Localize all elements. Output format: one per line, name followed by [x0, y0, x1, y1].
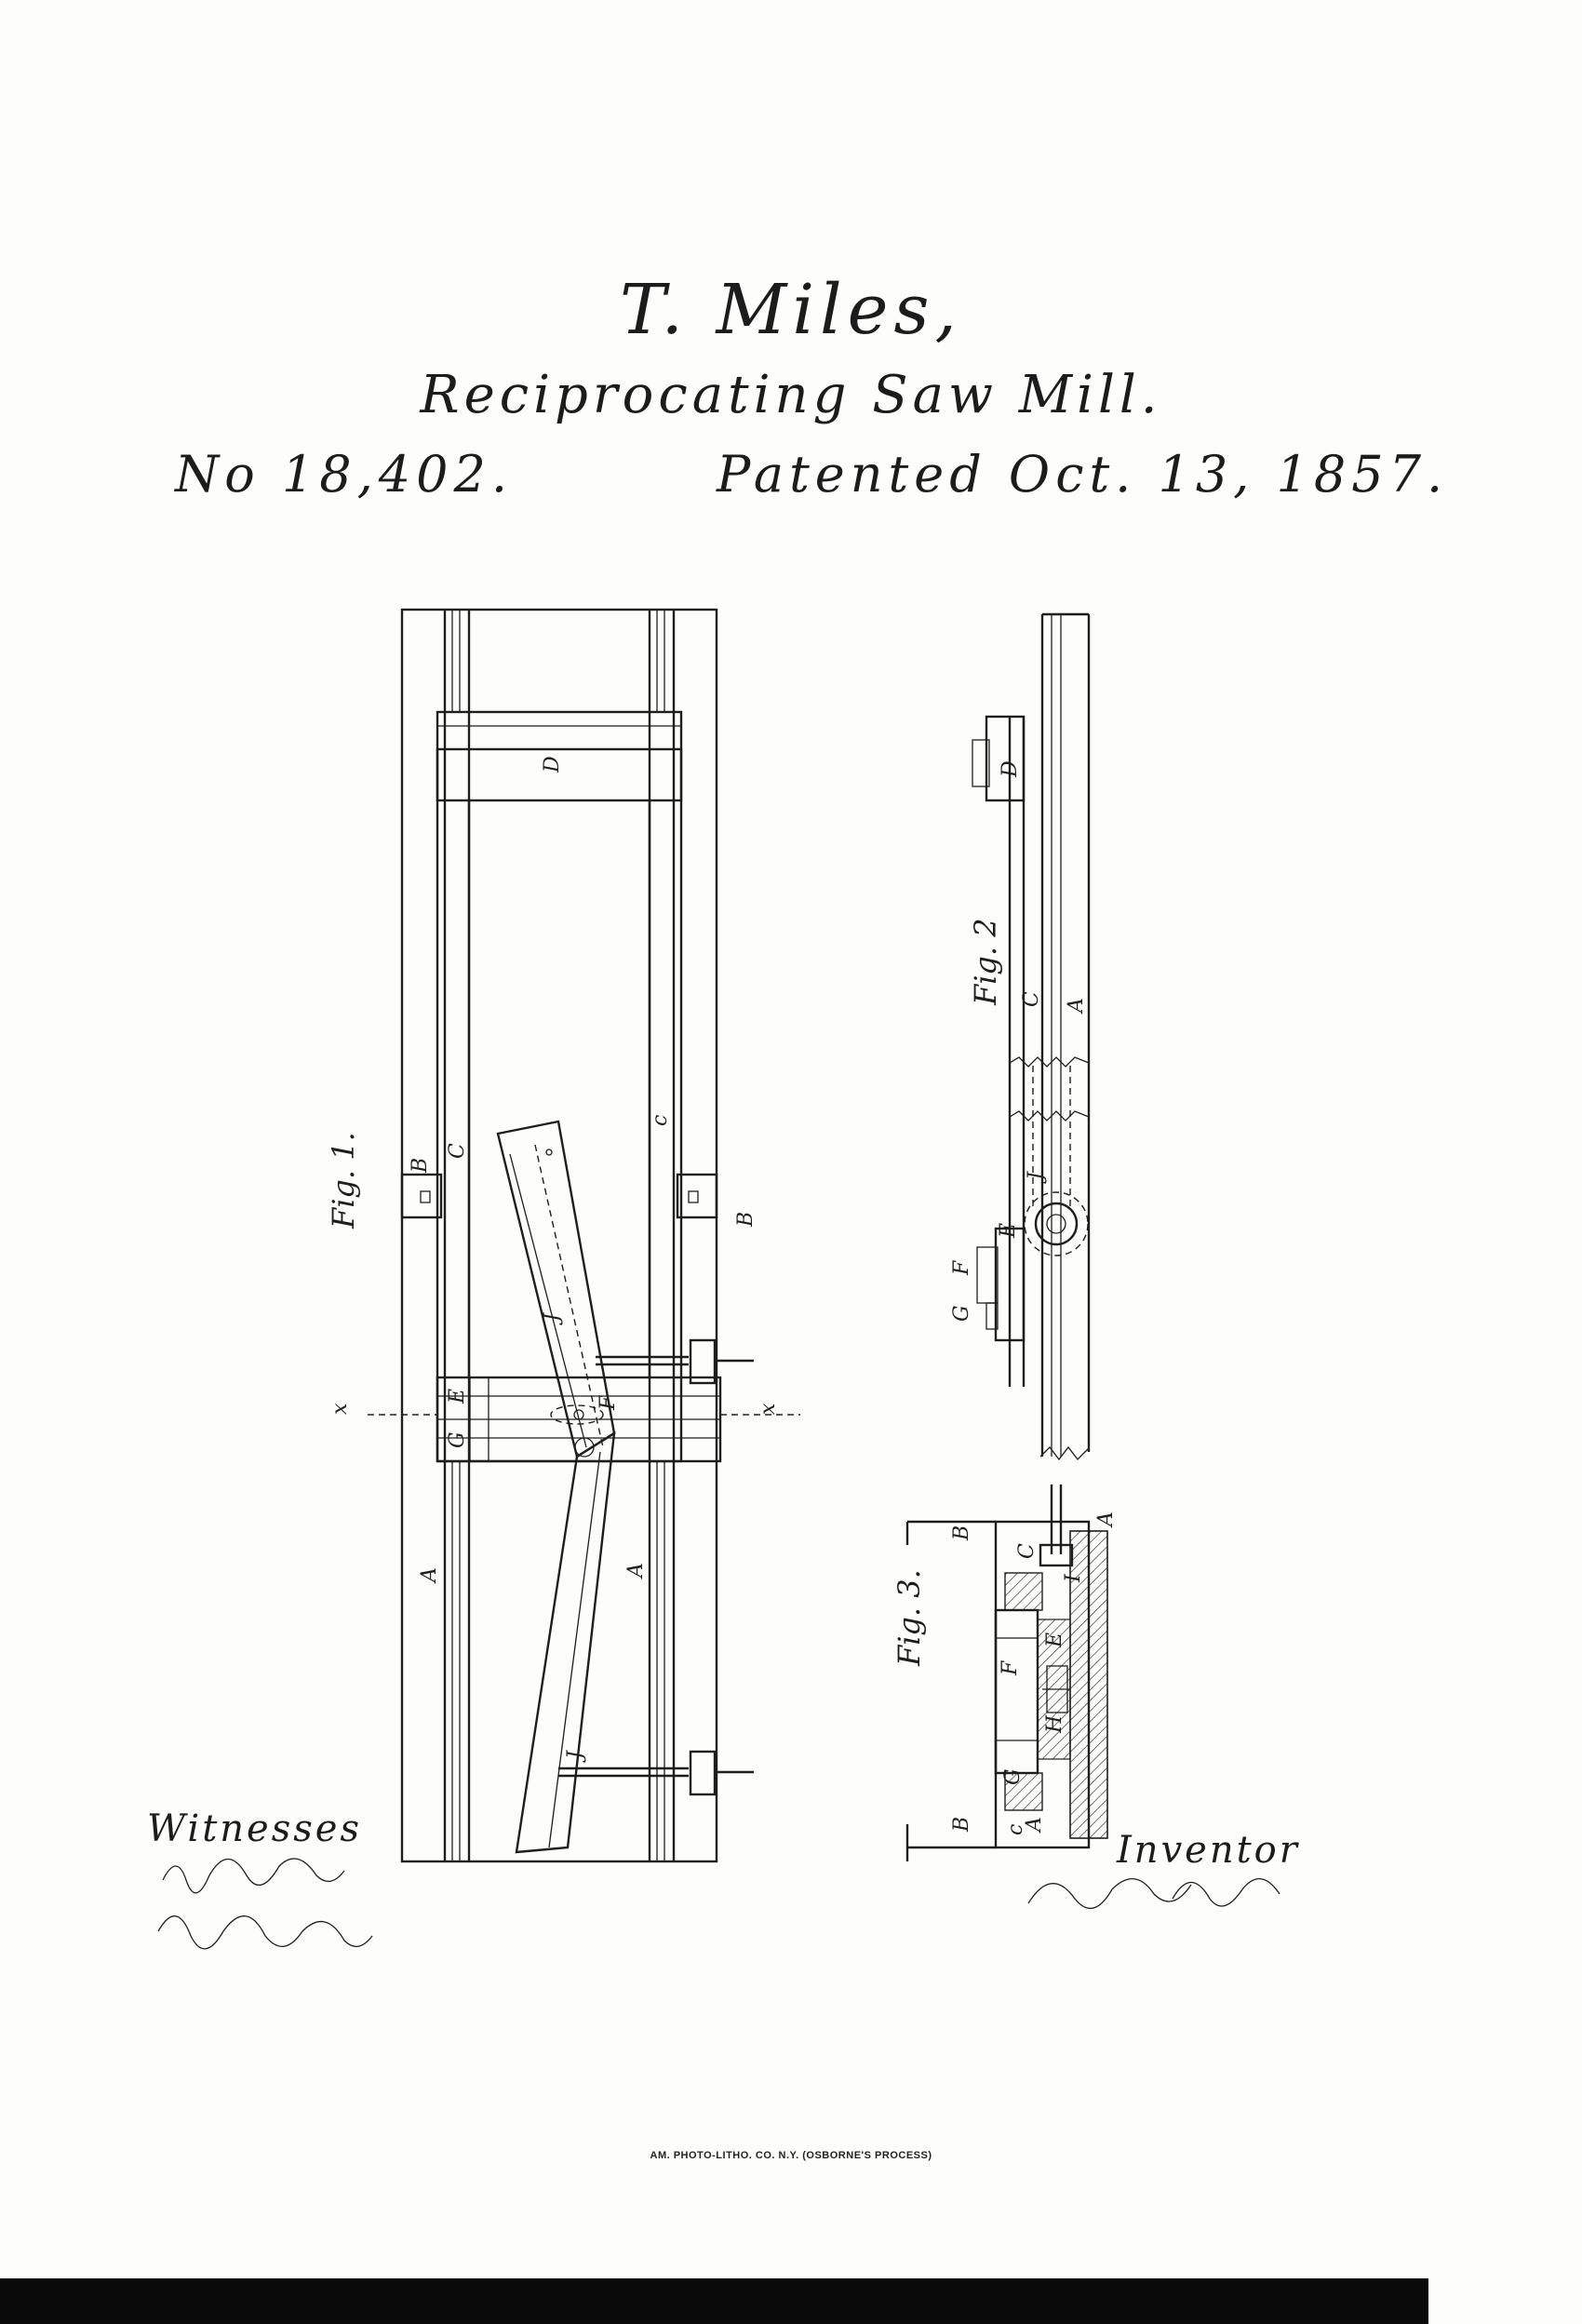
fig3-screw-nut: [1039, 1543, 1074, 1567]
figure-3: Fig. 3. B B C c A A F E H I G: [892, 1484, 1118, 1861]
fig1-label-f: F: [597, 1395, 620, 1411]
fig1-screw-lower-nut: [689, 1750, 717, 1796]
witness-signature-1: [162, 1858, 345, 1894]
fig1-pitman-lower: [515, 1431, 616, 1854]
fig2-head-block-f: [976, 1246, 999, 1304]
fig1-label-b-right: B: [734, 1212, 757, 1228]
fig3-label-h: H: [1043, 1714, 1066, 1734]
fig1-label-c-left: C: [446, 1143, 469, 1159]
fig1-label-a-left: A: [418, 1567, 441, 1584]
printer-credit: AM. PHOTO-LITHO. CO. N.Y. (OSBORNE'S PRO…: [650, 2150, 932, 2161]
fig1-label-b-left: B: [409, 1158, 432, 1174]
inventor-name-heading: T. Miles,: [620, 270, 962, 350]
fig3-label-i: I: [1062, 1573, 1085, 1583]
fig1-label-x-left: x: [328, 1403, 352, 1415]
fig3-label-e: E: [1043, 1632, 1066, 1648]
witnesses-label: Witnesses: [147, 1807, 362, 1850]
fig1-label-d: D: [541, 756, 564, 773]
fig3-crossbar-f: [994, 1608, 1039, 1775]
patent-date: Patented Oct. 13, 1857.: [717, 445, 1449, 504]
inventor-label: Inventor: [1117, 1829, 1300, 1872]
fig1-label-g: G: [446, 1431, 469, 1448]
fig2-break-bottom: [1039, 1445, 1090, 1461]
fig1-crossbar-d: [436, 747, 683, 802]
invention-title: Reciprocating Saw Mill.: [420, 365, 1162, 425]
fig1-title: Fig. 1.: [326, 1132, 361, 1229]
fig2-crossbar-d-lug: [972, 739, 990, 787]
fig3-label-c-top: C: [1015, 1543, 1039, 1559]
fig1-pitman-lower-centerline: [548, 1451, 601, 1848]
fig3-label-b-top: B: [950, 1525, 973, 1541]
fig2-wheel-path: [1024, 1191, 1089, 1256]
fig1-block-b-left: [400, 1173, 443, 1219]
fig1-carriage-frame: [436, 710, 683, 1463]
fig1-pin-slot: [550, 1404, 604, 1425]
fig2-label-c: C: [1020, 991, 1043, 1007]
fig2-break-upper: [1009, 1056, 1090, 1068]
fig3-label-g: G: [1001, 1768, 1025, 1785]
fig2-wheel-hub: [1046, 1214, 1066, 1234]
fig2-label-a: A: [1065, 998, 1088, 1014]
fig1-label-j-lower: J: [564, 1750, 587, 1763]
scan-edge-bar: [0, 2278, 1428, 2324]
fig1-label-j-upper: J: [541, 1312, 564, 1325]
fig2-label-f: F: [950, 1260, 973, 1276]
fig1-block-b-left-notch: [420, 1190, 431, 1203]
fig3-label-a-top: A: [1094, 1511, 1118, 1528]
witness-signature-2: [157, 1915, 373, 1950]
fig2-crossbar-d: [985, 715, 1026, 802]
fig2-break-lower: [1009, 1110, 1090, 1122]
fig1-label-c-right: c: [649, 1115, 672, 1126]
fig1-label-a-right: A: [624, 1563, 648, 1579]
fig1-label-x-right: x: [757, 1403, 780, 1415]
fig2-head-block: [994, 1227, 1026, 1342]
fig2-wheel: [1034, 1202, 1079, 1246]
inventor-signature: [1027, 1878, 1280, 1909]
fig1-block-b-right: [676, 1173, 718, 1219]
figure-2: Fig. 2 D C A J E F G: [950, 612, 1091, 1461]
witness-signatures: [157, 1858, 373, 1950]
fig2-label-g: G: [950, 1305, 973, 1322]
fig3-label-a-bottom: A: [1023, 1817, 1046, 1834]
fig1-label-e: E: [446, 1389, 469, 1404]
fig1-pitman-end-hole: [545, 1149, 553, 1156]
fig3-label-c-bottom: c: [1004, 1824, 1027, 1835]
fig3-rail-c-top: [1004, 1572, 1043, 1611]
fig2-label-d: D: [999, 760, 1022, 778]
patent-number: No 18,402.: [175, 445, 514, 504]
fig3-title: Fig. 3.: [892, 1569, 927, 1667]
fig3-label-b-bottom: B: [950, 1817, 973, 1833]
fig3-label-f: F: [999, 1660, 1022, 1676]
fig1-pin: [573, 1409, 584, 1420]
fig2-label-e: E: [997, 1223, 1020, 1239]
fig2-title: Fig. 2: [968, 918, 1003, 1006]
fig2-head-block-g: [985, 1302, 999, 1330]
inventor-signature-mark: [1027, 1878, 1280, 1909]
fig1-pitman-upper-centerline: [509, 1153, 587, 1448]
fig1-outer-frame: [400, 608, 718, 1863]
figure-1: Fig. 1. D C c B B J J E F G A A x x: [326, 608, 800, 1863]
fig3-base-a: [1069, 1530, 1108, 1839]
fig2-label-j: J: [1025, 1171, 1048, 1184]
fig1-block-b-right-notch: [688, 1190, 699, 1203]
fig1-pitman-upper-hidden: [534, 1144, 604, 1448]
fig1-pitman-joint: [574, 1437, 595, 1458]
